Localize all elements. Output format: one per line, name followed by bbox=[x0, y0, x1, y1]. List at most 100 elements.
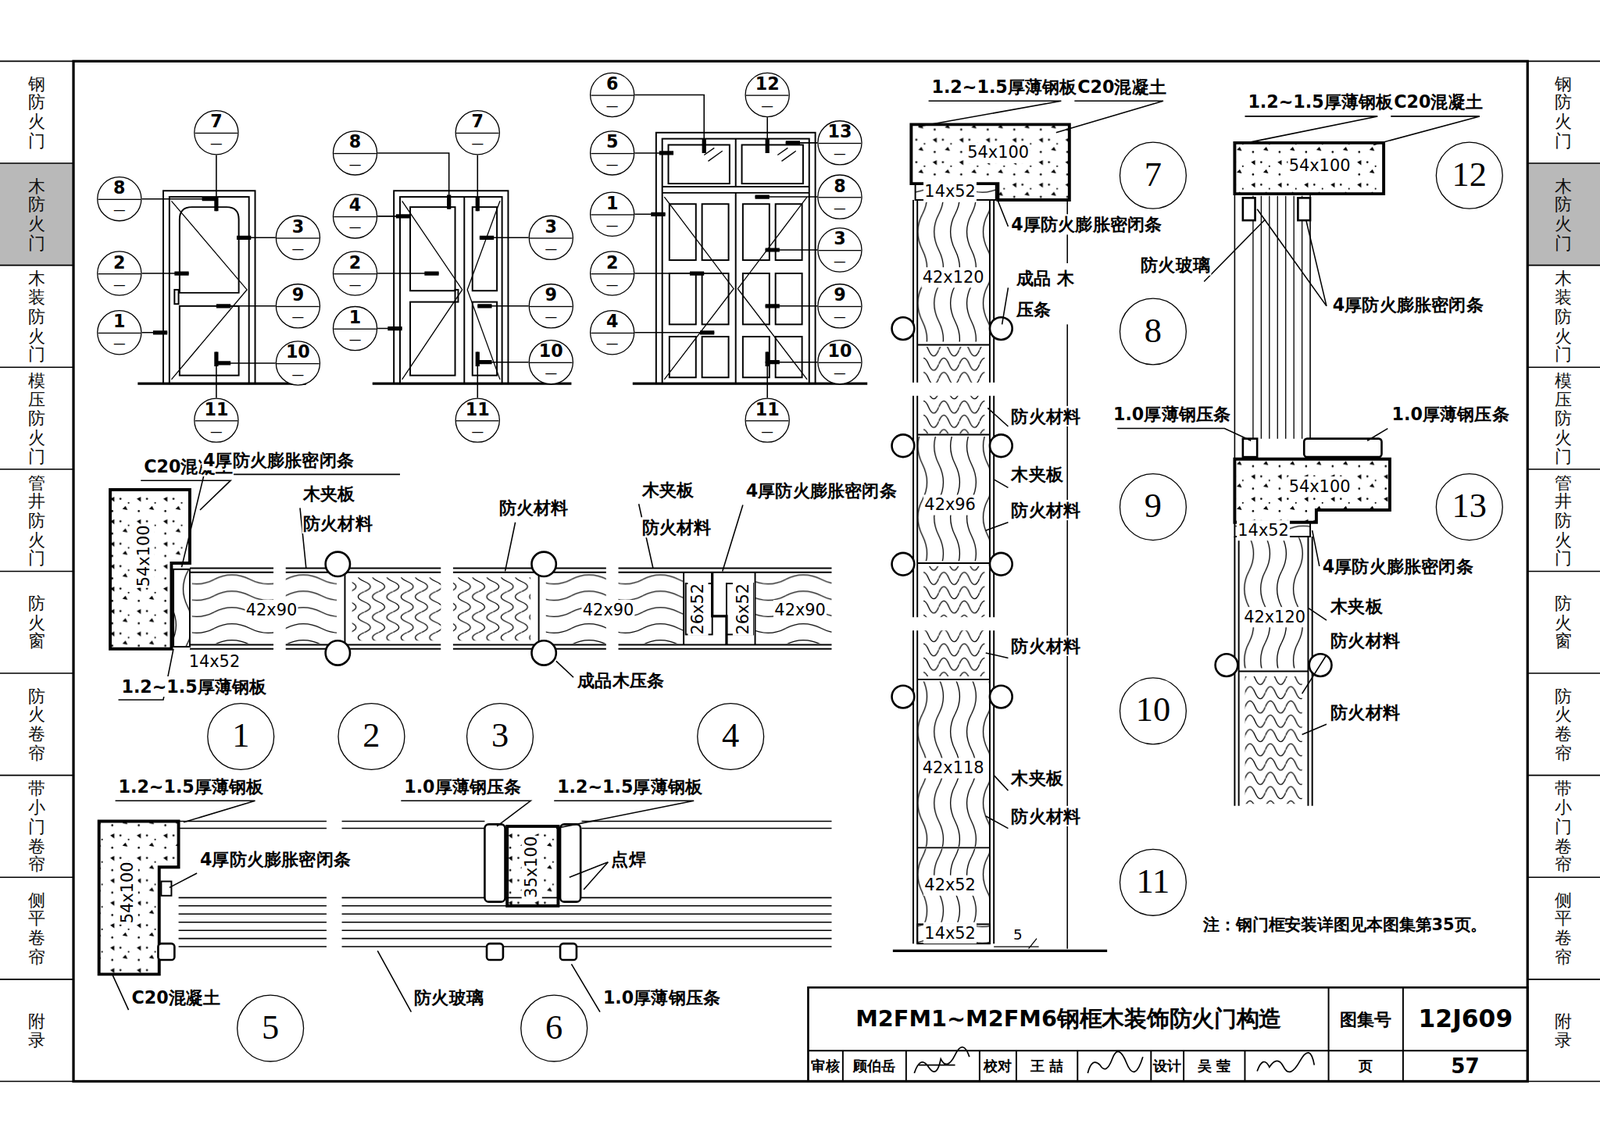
callout-dash: — bbox=[818, 364, 862, 384]
annotation-label: 1.2~1.5厚薄钢板 bbox=[1246, 92, 1395, 113]
callout-number: 4 bbox=[590, 312, 634, 333]
callout-dash: — bbox=[333, 155, 377, 175]
drawing-title: M2FM1~M2FM6钢框木装饰防火门构造 bbox=[854, 1006, 1283, 1033]
callout-circle: 9— bbox=[275, 283, 321, 329]
divider-line bbox=[590, 273, 634, 275]
annotation-label: C20混凝土 bbox=[130, 987, 222, 1008]
detail-number: 1 bbox=[207, 703, 274, 768]
index-tab: 附录 bbox=[1554, 1011, 1572, 1050]
detail-circle: 11 bbox=[1119, 849, 1187, 917]
index-tab: 防火卷帘 bbox=[1554, 685, 1572, 763]
detail-circle: 4 bbox=[696, 703, 765, 771]
callout-number: 3 bbox=[818, 229, 862, 250]
callout-number: 1 bbox=[97, 312, 141, 333]
callout-number: 5 bbox=[590, 132, 634, 153]
callout-circle: 8— bbox=[332, 130, 378, 175]
index-tab: 带小门卷帘 bbox=[28, 778, 46, 875]
callout-circle: 10— bbox=[275, 340, 321, 386]
index-tab: 模压防火门 bbox=[28, 371, 46, 467]
callout-number: 4 bbox=[333, 196, 377, 216]
title-block-cell: 顾伯岳 bbox=[852, 1057, 897, 1075]
callout-dash: — bbox=[529, 364, 573, 384]
detail-number: 8 bbox=[1120, 299, 1186, 363]
dimension-label: 54x100 bbox=[133, 524, 154, 588]
divider-line bbox=[194, 132, 238, 134]
detail-number: 4 bbox=[697, 703, 764, 768]
callout-circle: 3— bbox=[275, 215, 321, 261]
annotation-label: 4厚防火膨胀密闭条 bbox=[744, 480, 898, 501]
detail-circle: 12 bbox=[1435, 142, 1504, 210]
dimension-label: 42x52 bbox=[923, 875, 977, 897]
detail-circle: 2 bbox=[337, 703, 405, 771]
callout-number: 8 bbox=[333, 132, 377, 153]
annotation-label: 1.2~1.5厚薄钢板 bbox=[556, 776, 704, 797]
detail-circle: 8 bbox=[1119, 297, 1187, 365]
divider-line bbox=[97, 332, 141, 334]
detail-circle: 5 bbox=[236, 994, 304, 1062]
dimension-label: 42x90 bbox=[581, 600, 635, 621]
dimension-label: 42x96 bbox=[923, 494, 977, 515]
index-tab: 钢防火门 bbox=[1554, 74, 1572, 151]
callout-dash: — bbox=[590, 96, 634, 117]
callout-dash: — bbox=[194, 422, 238, 443]
index-tab: 防火卷帘 bbox=[28, 685, 46, 763]
annotation-label: 成品 木压条 bbox=[1015, 263, 1077, 325]
annotation-label: 1.0厚薄钢压条 bbox=[602, 987, 722, 1008]
title-block-cell: 57 bbox=[1450, 1053, 1481, 1079]
callout-circle: 5— bbox=[589, 130, 635, 175]
annotation-label: 防火材料 bbox=[497, 497, 569, 518]
callout-circle: 11— bbox=[744, 397, 790, 443]
divider-line bbox=[529, 237, 573, 239]
annotation-label: C20混凝土 bbox=[1076, 76, 1168, 97]
annotation-label: 防火材料 bbox=[640, 517, 712, 538]
annotation-label: 防火材料 bbox=[1329, 702, 1401, 723]
callout-number: 9 bbox=[276, 285, 320, 306]
title-block-cell: 校对 bbox=[982, 1057, 1014, 1075]
callout-circle: 1— bbox=[332, 306, 378, 351]
dimension-label: 35x100 bbox=[521, 835, 543, 899]
divider-line bbox=[97, 273, 141, 275]
callout-dash: — bbox=[276, 239, 320, 260]
callout-dash: — bbox=[97, 334, 141, 354]
callout-number: 10 bbox=[529, 342, 573, 362]
title-block-cell: 王 喆 bbox=[1028, 1057, 1065, 1075]
detail-number: 2 bbox=[339, 703, 405, 768]
annotation-label: 木夹板 bbox=[302, 483, 357, 504]
callout-circle: 1— bbox=[96, 310, 142, 355]
annotation-label: 4厚防火膨胀密闭条 bbox=[1331, 294, 1485, 315]
dimension-label: 14x52 bbox=[187, 652, 241, 673]
callout-number: 11 bbox=[194, 400, 238, 420]
detail-circle: 6 bbox=[520, 994, 588, 1062]
callout-circle: 8— bbox=[96, 176, 142, 222]
index-tab: 模压防火门 bbox=[1554, 371, 1572, 467]
dimension-label: 42x90 bbox=[773, 600, 827, 621]
annotation-label: 注：钢门框安装详图见本图集第35页。 bbox=[1202, 915, 1489, 936]
divider-line bbox=[818, 196, 862, 198]
callout-number: 7 bbox=[456, 112, 500, 133]
callout-dash: — bbox=[333, 330, 377, 350]
annotation-label: 防火玻璃 bbox=[1139, 255, 1211, 276]
detail-number: 5 bbox=[237, 996, 304, 1060]
callout-circle: 2— bbox=[332, 250, 378, 296]
callout-circle: 3— bbox=[528, 215, 574, 261]
annotation-label: 1.2~1.5厚薄钢板 bbox=[120, 676, 268, 697]
dimension-label: 54x100 bbox=[1287, 156, 1351, 177]
annotation-label: C20混凝土 bbox=[1392, 92, 1484, 113]
callout-number: 8 bbox=[818, 176, 862, 197]
callout-dash: — bbox=[194, 134, 238, 154]
index-tab: 木防火门 bbox=[1554, 175, 1572, 253]
callout-dash: — bbox=[333, 275, 377, 296]
divider-line bbox=[818, 250, 862, 251]
callout-number: 13 bbox=[818, 122, 862, 143]
callout-dash: — bbox=[276, 365, 320, 386]
divider-line bbox=[97, 199, 141, 200]
divider-line bbox=[529, 362, 573, 364]
title-block-cell: 设计 bbox=[1152, 1057, 1183, 1075]
divider-line bbox=[194, 420, 238, 422]
dimension-label: 14x52 bbox=[1236, 520, 1290, 541]
divider-line bbox=[590, 153, 634, 154]
callout-dash: — bbox=[746, 422, 790, 443]
callout-circle: 4— bbox=[332, 193, 378, 239]
callout-number: 2 bbox=[590, 253, 634, 273]
